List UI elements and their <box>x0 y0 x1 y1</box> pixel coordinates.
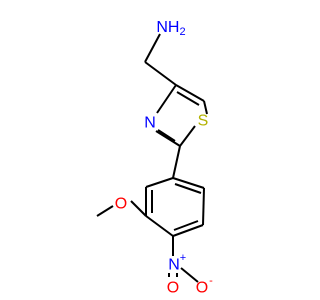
nitro-nitrogen-charge: + <box>180 252 186 264</box>
sulfur-label: S <box>198 113 209 130</box>
thiazole-nitrogen-label: N <box>144 115 156 132</box>
nitro-oxygen-bottom-label: O <box>167 280 179 297</box>
nitro-oxygen-right-charge: - <box>209 275 213 287</box>
bond-c2-nitrogen-inner <box>157 129 176 142</box>
amine-subscript: 2 <box>179 26 185 38</box>
bond-ring-ether-oxygen <box>130 200 147 217</box>
bond-nitrogen-c4 <box>156 84 177 114</box>
ether-oxygen-label: O <box>115 196 127 213</box>
amine-text: NH <box>156 19 179 36</box>
amine-label: NH2 <box>156 19 185 39</box>
bond-benzene-3-inner <box>173 220 199 231</box>
bond-ether-oxygen-methyl <box>96 205 114 217</box>
molecule-structure-diagram: NH2 N S O N + O - O <box>96 19 213 297</box>
bond-sulfur-c2 <box>179 125 196 147</box>
bond-methylene-thiazole <box>144 61 177 86</box>
bond-benzene-1-inner <box>174 183 202 194</box>
nitro-oxygen-right-label: O <box>196 280 208 297</box>
bond-c4-c5 <box>175 84 205 102</box>
bond-benzene-6 <box>145 177 174 188</box>
nitro-nitrogen-label: N <box>168 257 180 274</box>
bond-thiazole-benzene <box>172 145 181 179</box>
bond-nitro-oxygen-right <box>180 267 199 283</box>
bond-benzene-3 <box>172 224 204 237</box>
bond-benzene-2 <box>202 187 205 226</box>
bond-amine-methylene <box>144 33 161 63</box>
bond-c2-nitrogen <box>155 130 181 147</box>
bond-c4-c5-inner <box>176 91 200 106</box>
bond-benzene-1 <box>172 177 205 189</box>
bond-benzene-4 <box>145 215 174 237</box>
bond-c5-sulfur <box>203 100 208 115</box>
